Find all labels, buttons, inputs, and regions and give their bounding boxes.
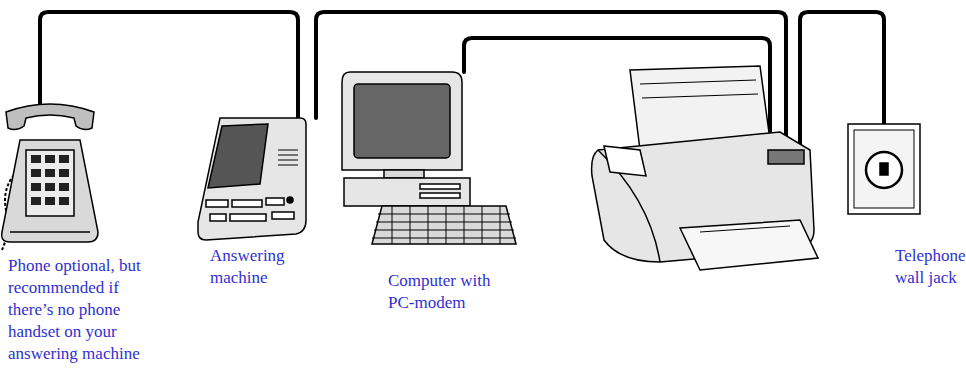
wall-jack-icon — [848, 124, 920, 214]
device-label: Computer with PC-modem — [388, 270, 513, 314]
telephone-icon — [2, 104, 98, 250]
fax-printer-icon — [592, 66, 818, 270]
answering-machine-icon — [198, 118, 306, 240]
device-label: Phone optional, but recommended if there… — [8, 255, 158, 365]
computer-icon — [342, 72, 516, 244]
device-label: Telephone wall jack — [895, 245, 963, 289]
wire — [40, 12, 298, 118]
wire — [464, 38, 770, 150]
device-label: Answering machine — [210, 245, 305, 289]
